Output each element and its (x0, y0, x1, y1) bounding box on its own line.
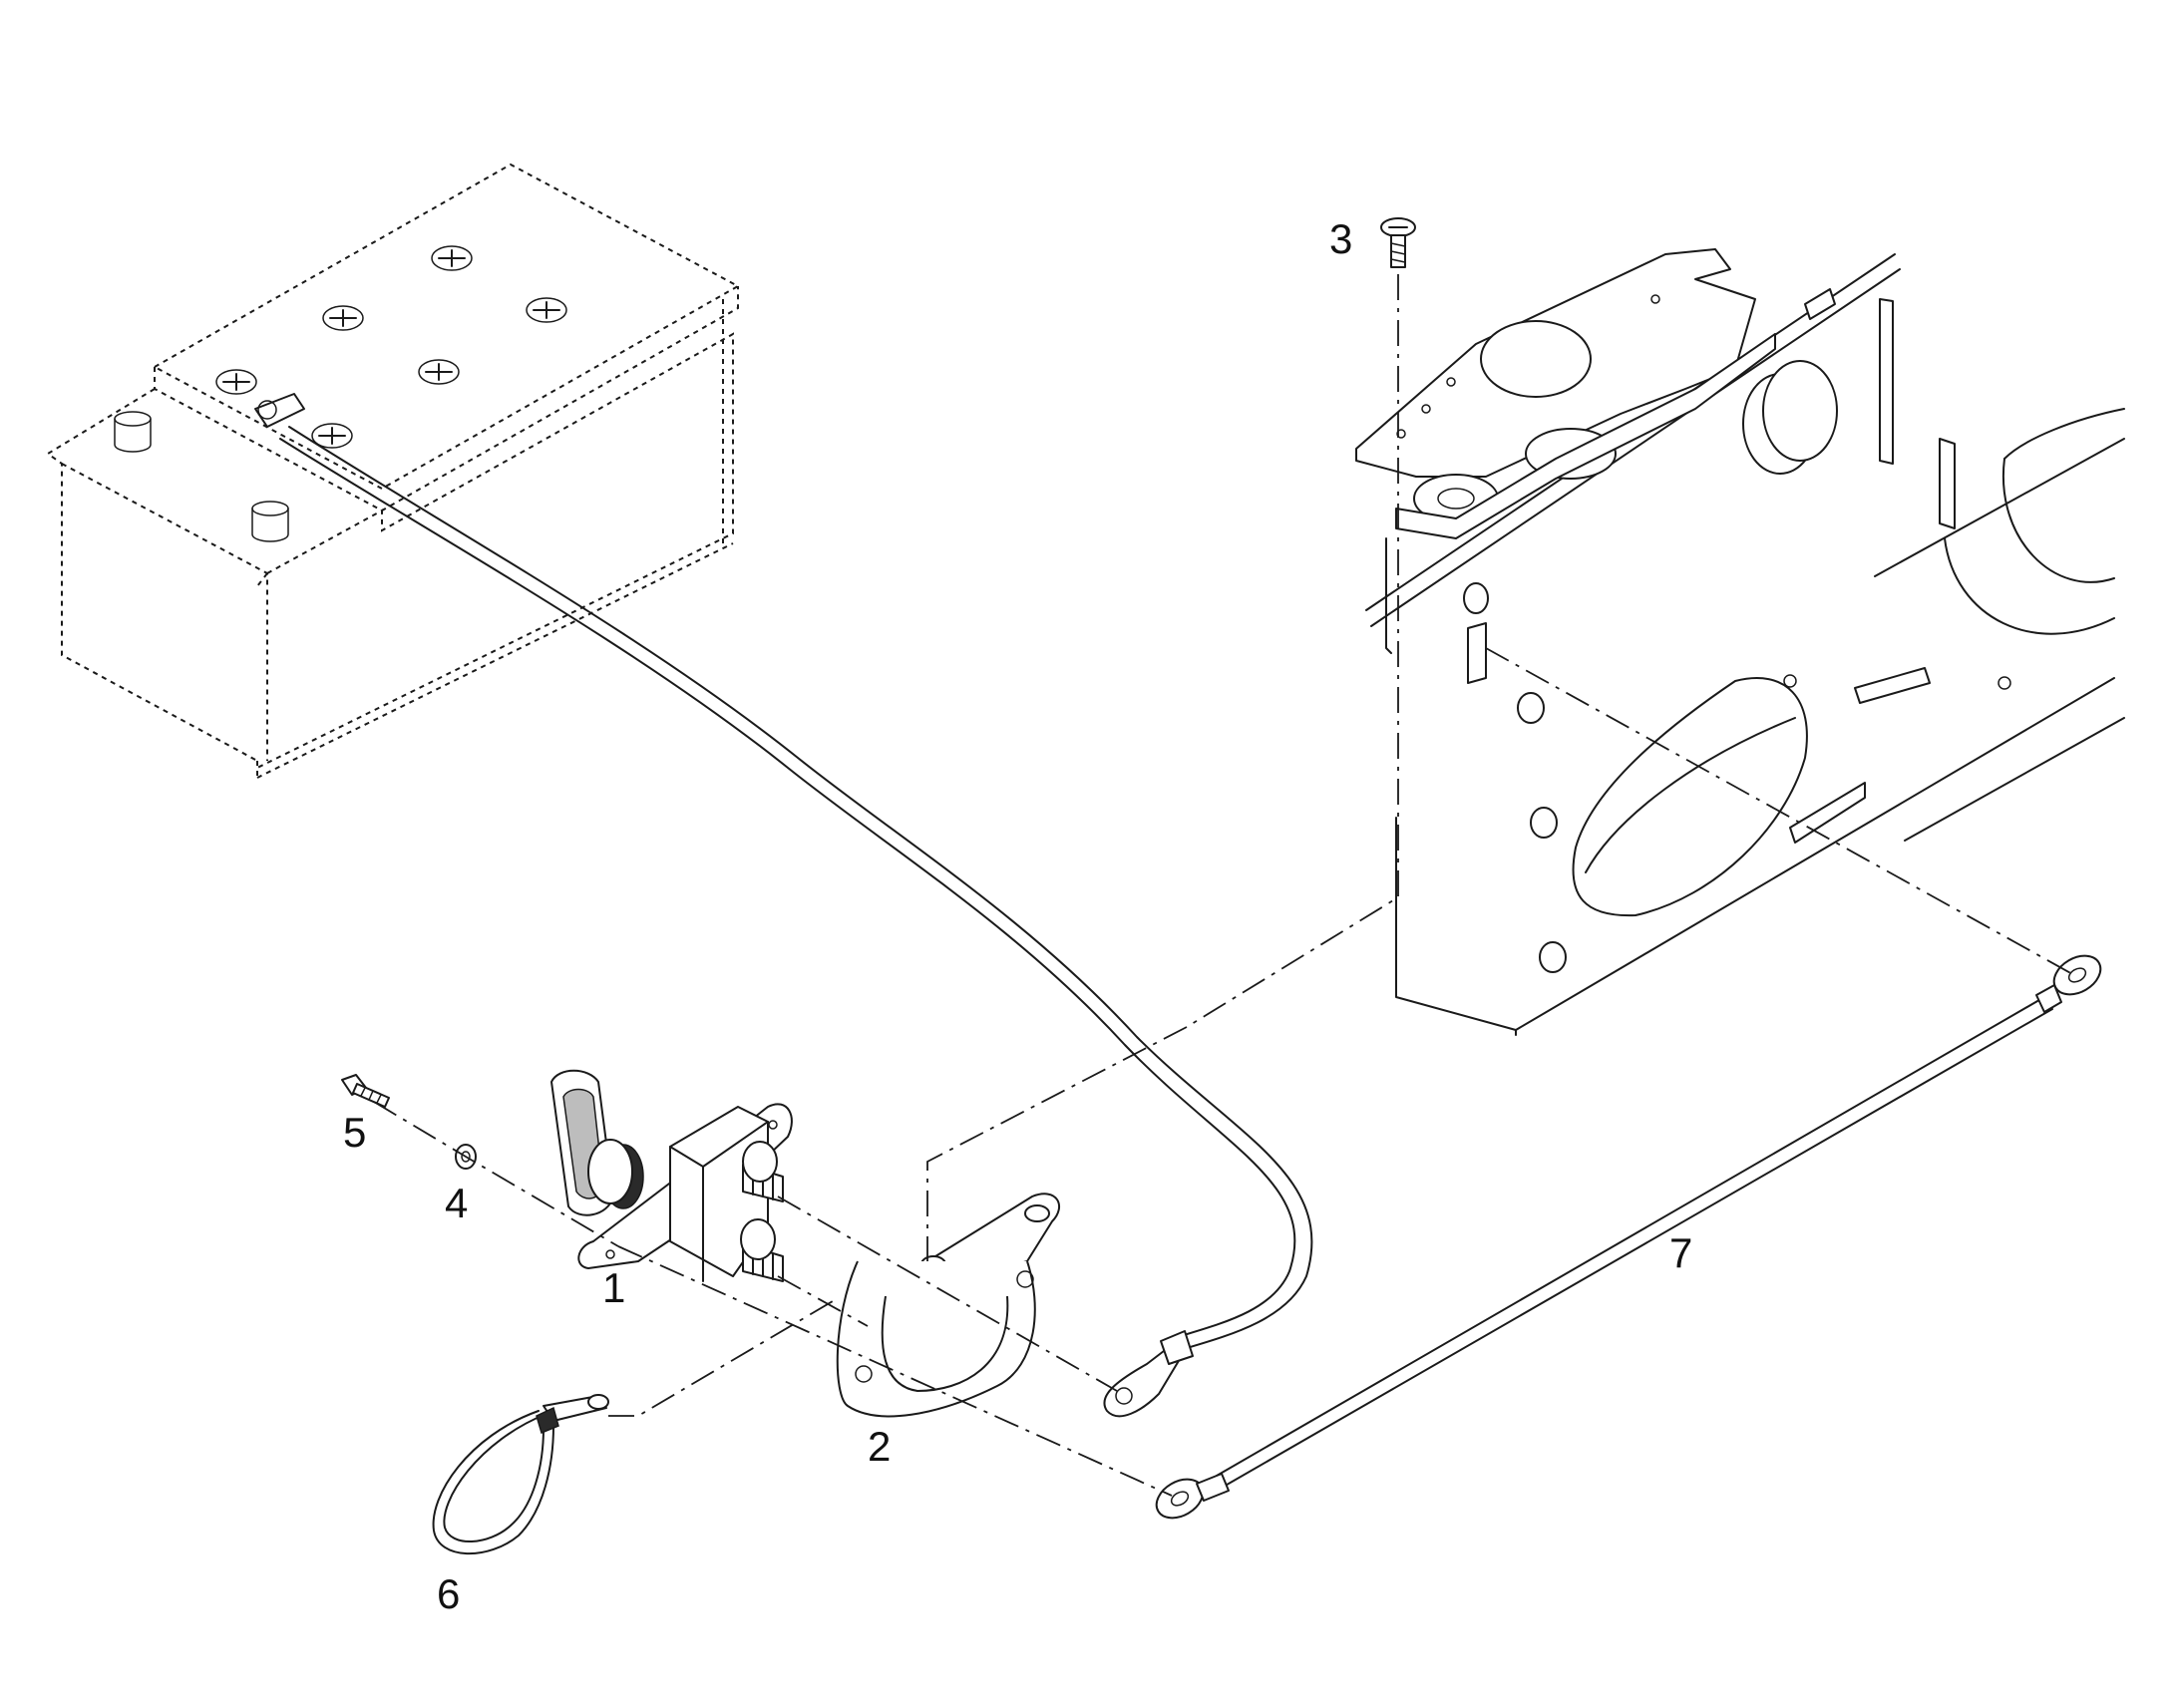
callout-5: 5 (343, 1109, 366, 1156)
callout-4: 4 (445, 1180, 468, 1226)
battery-filler-caps (215, 245, 567, 449)
callout-1: 1 (602, 1264, 625, 1311)
battery-disconnect-switch (550, 1069, 793, 1282)
callout-7: 7 (1669, 1229, 1692, 1276)
assembly-center-lines (373, 274, 2075, 1497)
ground-strap-terminal-upper (2035, 954, 2102, 1013)
battery-terminal-positive (251, 501, 289, 542)
battery (46, 163, 741, 779)
callout-6: 6 (437, 1570, 460, 1617)
bolt (341, 1074, 390, 1108)
callouts: 1 2 3 4 5 6 7 (343, 215, 1692, 1617)
switch-key-lanyard (432, 1394, 609, 1555)
ground-strap (1155, 954, 2102, 1520)
battery-cable-ring-terminal (1103, 1330, 1194, 1418)
callout-3: 3 (1329, 215, 1352, 262)
battery-terminal-negative (114, 411, 152, 453)
ground-strap-terminal-lower (1155, 1473, 1230, 1520)
screw (1380, 217, 1416, 268)
machine-frame (1355, 248, 2125, 1036)
battery-cable (254, 393, 1313, 1418)
callout-2: 2 (868, 1423, 891, 1470)
mounting-bracket (836, 1193, 1061, 1418)
